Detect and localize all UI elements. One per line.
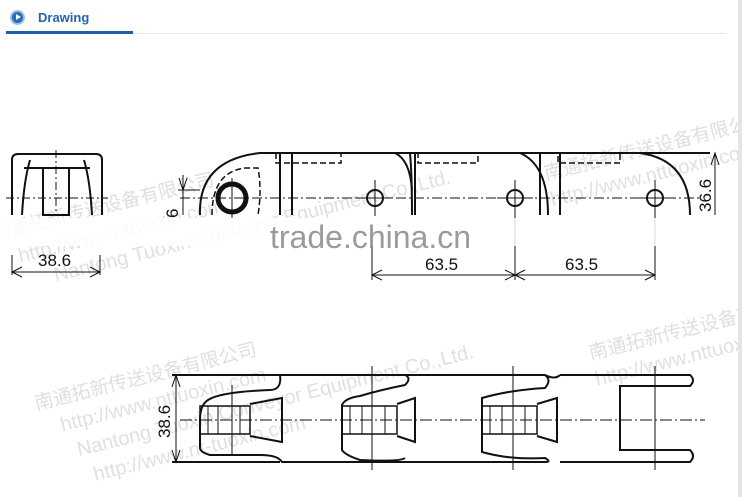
side-view	[178, 151, 720, 281]
dim-side-height: 36.6	[696, 179, 715, 212]
play-circle-icon	[10, 9, 25, 25]
plan-view	[171, 366, 705, 470]
scrollbar-edge[interactable]	[738, 0, 742, 497]
dim-plan-width: 38.6	[155, 405, 174, 438]
tab-drawing[interactable]: Drawing	[6, 0, 133, 34]
dim-pitch-1: 63.5	[425, 255, 458, 274]
chain-drawing: 南通拓新传送设备有限公司 http://www.nttuoxin.com Nan…	[0, 108, 738, 486]
dim-pitch-2: 63.5	[565, 255, 598, 274]
watermark-band	[0, 218, 738, 246]
trade-watermark: trade.china.cn	[270, 219, 471, 255]
tab-drawing-label: Drawing	[38, 9, 90, 25]
dim-end-width: 38.6	[38, 251, 71, 270]
end-view	[6, 150, 108, 278]
tab-divider	[133, 33, 726, 34]
active-tab-indicator	[6, 31, 133, 34]
tab-bar: Drawing	[0, 0, 726, 34]
dim-pin-offset: 6	[163, 209, 182, 218]
watermark-layer: 南通拓新传送设备有限公司 http://www.nttuoxin.com Nan…	[0, 108, 738, 485]
